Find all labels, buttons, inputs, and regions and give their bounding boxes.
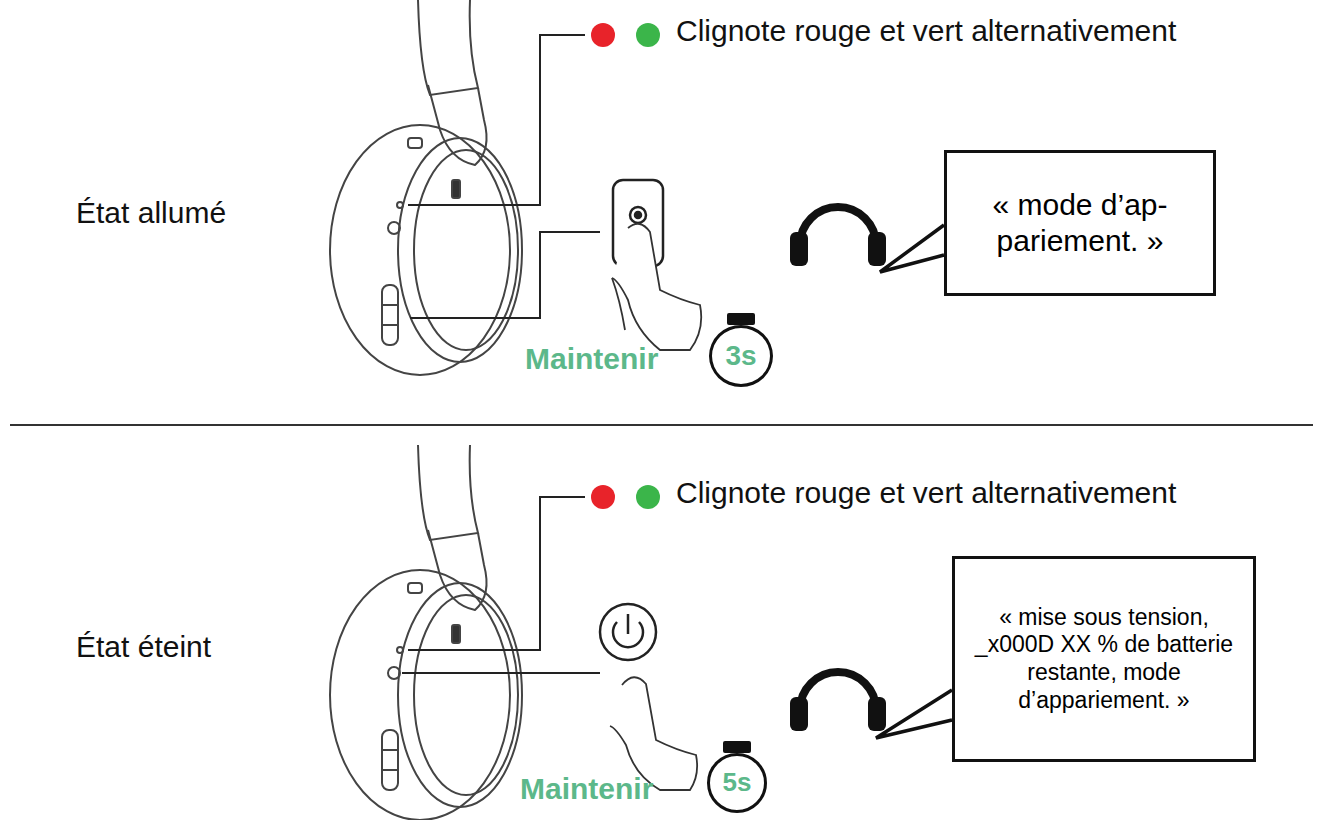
power-button (600, 604, 656, 660)
speech-bubble: « mode d’ap- pariement. » (944, 150, 1216, 296)
action-label: Maintenir (525, 342, 658, 377)
action-label: Maintenir (520, 772, 653, 807)
node-text: 3s (725, 339, 756, 373)
caption-label: État éteint (76, 630, 211, 665)
caption-label: Clignote rouge et vert alternativement (676, 14, 1176, 49)
node-text: « mode d’ap- pariement. » (961, 187, 1199, 259)
caption-label: État allumé (76, 196, 226, 231)
speech-bubble: « mise sous tension, _x000D XX % de batt… (952, 556, 1256, 762)
timer-circle: 3s (709, 325, 773, 387)
node-text: 5s (723, 767, 752, 798)
node-text: « mise sous tension, _x000D XX % de batt… (967, 604, 1241, 714)
divider (10, 424, 1313, 426)
caption-label: Clignote rouge et vert alternativement (676, 476, 1176, 511)
timer-circle: 5s (707, 753, 767, 813)
headphone-icon (790, 207, 886, 731)
